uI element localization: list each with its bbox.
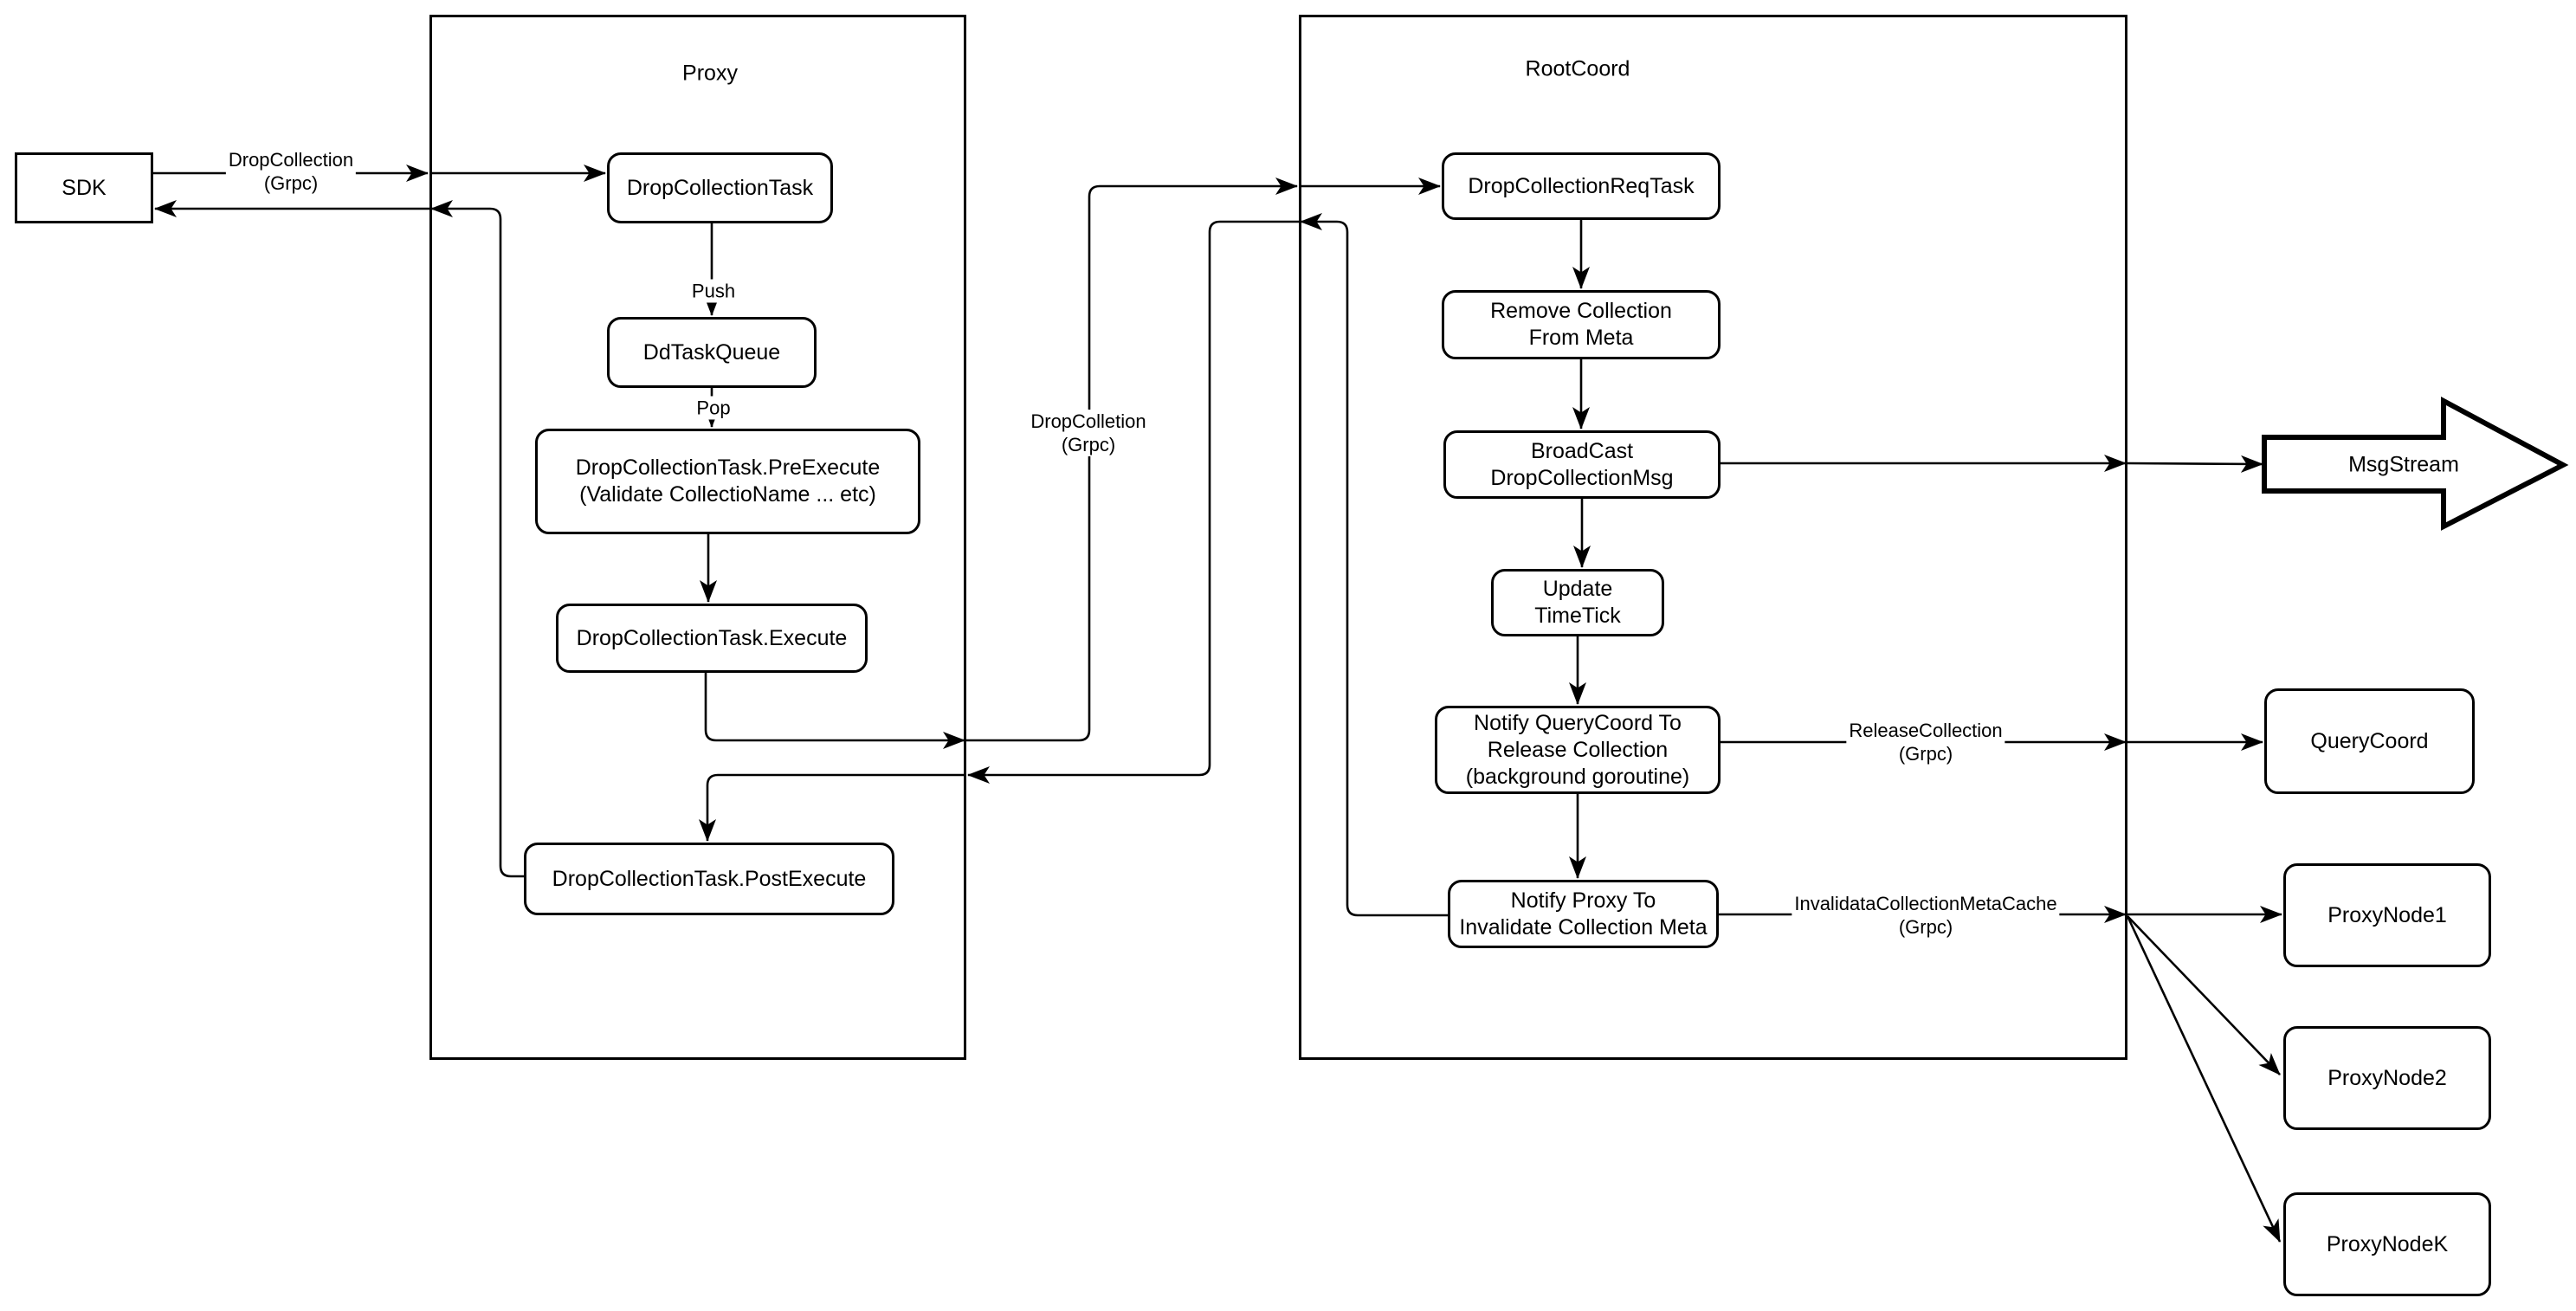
node-notify-proxy-line2: Invalidate Collection Meta bbox=[1459, 914, 1708, 940]
edge-label-releasecollection-line1: ReleaseCollection bbox=[1849, 720, 2003, 741]
node-post-execute: DropCollectionTask.PostExecute bbox=[524, 843, 894, 915]
node-pre-execute: DropCollectionTask.PreExecute (Validate … bbox=[535, 429, 920, 534]
edge-label-dropcollection-grpc: DropCollection (Grpc) bbox=[225, 148, 357, 195]
node-req-task: DropCollectionReqTask bbox=[1442, 152, 1721, 220]
node-execute-label: DropCollectionTask.Execute bbox=[576, 625, 848, 650]
node-update-timetick: Update TimeTick bbox=[1491, 569, 1664, 636]
node-proxynodek-label: ProxyNodeK bbox=[2326, 1231, 2449, 1256]
edge-label-dropcollection-line2: (Grpc) bbox=[263, 172, 319, 194]
node-proxynode1: ProxyNode1 bbox=[2283, 863, 2491, 967]
node-querycoord-label: QueryCoord bbox=[2310, 728, 2429, 753]
node-drop-collection-task: DropCollectionTask bbox=[607, 152, 833, 223]
msgstream-label: MsgStream bbox=[2348, 452, 2459, 477]
node-remove-meta-line2: From Meta bbox=[1528, 326, 1634, 350]
node-broadcast: BroadCast DropCollectionMsg bbox=[1443, 430, 1721, 499]
edge-label-releasecollection: ReleaseCollection (Grpc) bbox=[1846, 719, 2005, 765]
node-update-timetick-label: Update TimeTick bbox=[1534, 577, 1621, 628]
node-proxynode2-label: ProxyNode2 bbox=[2327, 1065, 2447, 1090]
node-notify-proxy-line1: Notify Proxy To bbox=[1510, 888, 1656, 913]
edge-border-to-proxynodek bbox=[2126, 915, 2282, 1243]
edge-label-invalidatecache-line2: (Grpc) bbox=[1898, 916, 1953, 938]
rootcoord-title: RootCoord bbox=[1525, 56, 1630, 81]
edge-label-push-text: Push bbox=[691, 280, 736, 302]
edge-label-dropcollection-line1: DropCollection bbox=[228, 149, 354, 171]
proxy-title: Proxy bbox=[682, 61, 738, 86]
node-dd-task-queue: DdTaskQueue bbox=[607, 317, 817, 388]
edge-notifyproxy-to-rootcoordborder-return bbox=[1300, 213, 1448, 917]
edge-label-invalidatecache-line1: InvalidataCollectionMetaCache bbox=[1794, 893, 2057, 914]
edge-label-dropcolletion-line1: DropColletion bbox=[1030, 410, 1146, 432]
edge-rootcoordborder-to-proxyborder-return bbox=[967, 220, 1299, 784]
node-sdk: SDK bbox=[15, 152, 153, 223]
edge-label-pop: Pop bbox=[694, 396, 733, 420]
node-execute: DropCollectionTask.Execute bbox=[556, 604, 868, 673]
node-sdk-label: SDK bbox=[61, 175, 107, 200]
msgstream-shape bbox=[2262, 396, 2569, 531]
edge-label-dropcolletion-grpc: DropColletion (Grpc) bbox=[1028, 410, 1149, 456]
edge-proxyborder-to-rootcoordborder bbox=[966, 178, 1298, 742]
node-drop-collection-task-label: DropCollectionTask bbox=[626, 175, 814, 200]
proxy-container bbox=[429, 15, 966, 1060]
node-broadcast-line2: DropCollectionMsg bbox=[1490, 465, 1674, 490]
node-pre-execute-line2: (Validate CollectioName ... etc) bbox=[579, 482, 876, 507]
edge-label-pop-text: Pop bbox=[696, 397, 731, 419]
node-remove-meta: Remove Collection From Meta bbox=[1442, 290, 1721, 359]
edge-postexecute-to-proxyborder-return bbox=[430, 200, 524, 878]
edge-label-dropcolletion-line2: (Grpc) bbox=[1061, 434, 1116, 455]
edge-border-to-msgstream bbox=[2127, 455, 2263, 473]
edge-label-invalidatecache: InvalidataCollectionMetaCache (Grpc) bbox=[1792, 892, 2060, 939]
edge-label-push: Push bbox=[688, 279, 739, 303]
node-pre-execute-line1: DropCollectionTask.PreExecute bbox=[575, 455, 881, 480]
node-proxynode1-label: ProxyNode1 bbox=[2327, 902, 2447, 927]
edge-label-releasecollection-line2: (Grpc) bbox=[1898, 743, 1953, 765]
node-notify-querycoord-line1: Notify QueryCoord To bbox=[1474, 710, 1682, 735]
node-proxynode2: ProxyNode2 bbox=[2283, 1026, 2491, 1130]
node-notify-querycoord-line2: Release Collection bbox=[1487, 737, 1669, 762]
node-broadcast-line1: BroadCast bbox=[1530, 438, 1634, 463]
node-remove-meta-line1: Remove Collection bbox=[1490, 299, 1672, 323]
node-post-execute-label: DropCollectionTask.PostExecute bbox=[552, 866, 867, 891]
node-dd-task-queue-label: DdTaskQueue bbox=[642, 339, 781, 365]
node-notify-querycoord-line3: (background goroutine) bbox=[1465, 764, 1690, 789]
edge-border-to-proxynode2 bbox=[2127, 915, 2281, 1075]
node-querycoord: QueryCoord bbox=[2264, 688, 2475, 794]
edge-execute-to-proxyborder bbox=[704, 673, 965, 749]
node-proxynodek: ProxyNodeK bbox=[2283, 1192, 2491, 1296]
node-notify-proxy: Notify Proxy To Invalidate Collection Me… bbox=[1448, 880, 1719, 948]
edge-proxyborder-to-postexecute bbox=[699, 773, 966, 842]
rootcoord-container bbox=[1299, 15, 2127, 1060]
node-notify-querycoord: Notify QueryCoord To Release Collection … bbox=[1435, 706, 1721, 794]
node-req-task-label: DropCollectionReqTask bbox=[1468, 173, 1695, 198]
